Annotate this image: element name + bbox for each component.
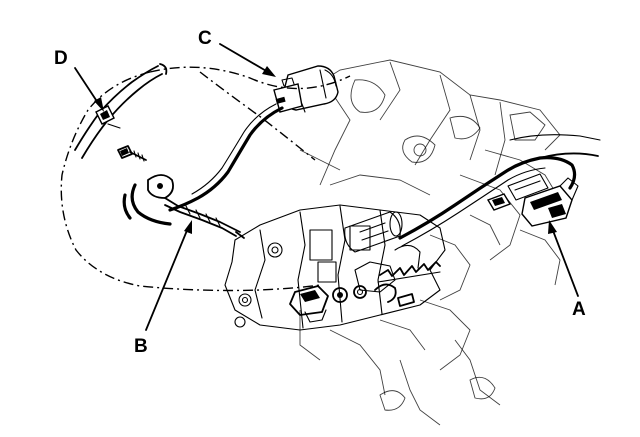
lower-connector (289, 283, 415, 323)
sensor-assembly (122, 174, 245, 239)
connector-a (521, 177, 579, 227)
leader-arrow-a (548, 220, 579, 297)
wave-spring (377, 261, 441, 283)
valve-body-bracket (224, 204, 446, 331)
solenoid-body (344, 211, 403, 253)
engine-housing-outline (299, 59, 561, 426)
leader-arrow-c (219, 43, 276, 77)
callout-label-d: D (54, 48, 68, 69)
wire-harness-to-a (398, 134, 601, 247)
connector-c (273, 65, 339, 113)
leader-arrow-d (74, 67, 104, 112)
mounting-bolt (117, 145, 147, 162)
callout-label-a: A (572, 299, 586, 320)
callout-label-b: B (134, 336, 148, 357)
harness-routing-path (60, 66, 351, 292)
grommet-d (74, 63, 168, 159)
leader-arrow-b (145, 220, 192, 331)
wire-harness-c-to-b (168, 103, 284, 212)
callout-label-c: C (198, 28, 212, 49)
